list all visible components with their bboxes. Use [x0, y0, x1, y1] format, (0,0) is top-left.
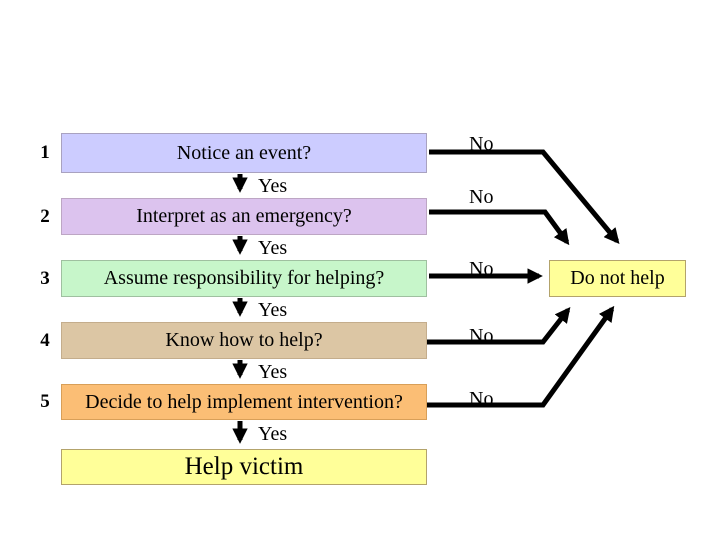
step-number-5: 5 — [40, 391, 50, 412]
no-label-4: No — [469, 325, 494, 347]
no-label-3: No — [469, 258, 494, 280]
question-box-decide-help: Decide to help implement intervention? — [61, 384, 427, 420]
yes-label-3: Yes — [258, 299, 288, 321]
question-box-know-how: Know how to help? — [61, 322, 427, 359]
yes-label-5: Yes — [258, 423, 288, 445]
yes-label-4: Yes — [258, 361, 288, 383]
no-label-2: No — [469, 186, 494, 208]
outcome-box-do-not-help: Do not help — [549, 260, 686, 297]
step-number-3: 3 — [40, 267, 50, 289]
question-box-assume-responsibility: Assume responsibility for helping? — [61, 260, 427, 297]
step-number-1: 1 — [40, 142, 50, 163]
step-number-2: 2 — [40, 205, 50, 227]
step-number-4: 4 — [40, 329, 50, 351]
no-label-1: No — [469, 133, 494, 155]
yes-label-1: Yes — [258, 175, 288, 197]
no-label-5: No — [469, 388, 494, 410]
yes-label-2: Yes — [258, 237, 288, 259]
question-box-notice-event: Notice an event? — [61, 133, 427, 173]
question-box-interpret-emergency: Interpret as an emergency? — [61, 198, 427, 235]
outcome-box-help-victim: Help victim — [61, 449, 427, 485]
